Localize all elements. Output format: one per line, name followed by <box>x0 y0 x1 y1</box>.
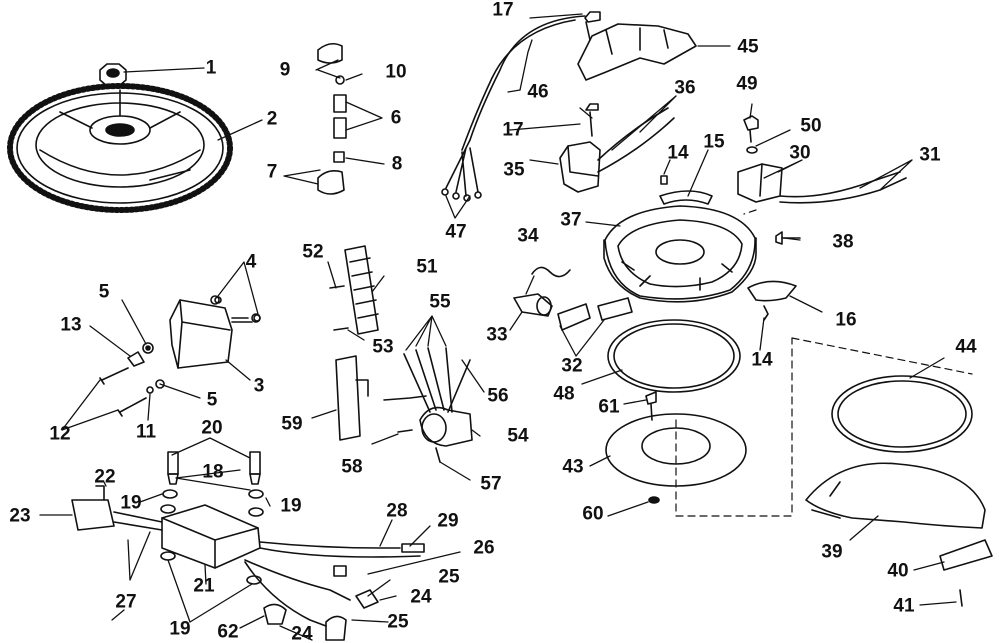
callout-20: 20 <box>201 417 223 439</box>
callout-39: 39 <box>821 541 843 563</box>
callout-26: 26 <box>473 537 495 559</box>
callout-25-middle: 25 <box>438 566 460 588</box>
power-pack-hardware-parts <box>160 451 264 585</box>
callout-2: 2 <box>266 108 278 130</box>
callout-28: 28 <box>386 500 408 522</box>
callout-25-bottom: 25 <box>387 611 409 633</box>
callout-56: 56 <box>487 385 509 407</box>
callout-30: 30 <box>789 142 811 164</box>
flywheel-nut-part <box>99 63 127 87</box>
callout-23: 23 <box>9 505 31 527</box>
callout-50: 50 <box>800 115 822 137</box>
callout-35: 35 <box>503 159 525 181</box>
callout-44: 44 <box>955 336 977 358</box>
callout-47: 47 <box>445 221 467 243</box>
ground-lead-parts <box>383 395 427 401</box>
callout-41: 41 <box>893 595 915 617</box>
callout-31: 31 <box>919 144 941 166</box>
callout-43: 43 <box>562 456 584 478</box>
callout-40: 40 <box>887 560 909 582</box>
callout-5-top: 5 <box>98 281 110 303</box>
sensor-module-part <box>737 115 907 204</box>
callout-13: 13 <box>60 314 82 336</box>
callout-4: 4 <box>245 251 257 273</box>
cover-shield-part <box>805 462 993 607</box>
callout-49: 49 <box>736 73 758 95</box>
callout-15: 15 <box>703 131 725 153</box>
callout-37: 37 <box>560 209 582 231</box>
callout-1: 1 <box>205 57 217 79</box>
throttle-link-parts <box>513 266 633 331</box>
callout-24-bottom: 24 <box>291 623 313 643</box>
retaining-ring-part <box>607 319 741 393</box>
callout-27: 27 <box>115 591 137 613</box>
callout-54: 54 <box>507 425 529 447</box>
callout-12: 12 <box>49 423 71 445</box>
callout-19-bottom: 19 <box>169 618 191 640</box>
callout-51: 51 <box>416 256 438 278</box>
callout-14-bottom: 14 <box>751 349 773 371</box>
callout-45: 45 <box>737 36 759 58</box>
callout-17-top: 17 <box>492 0 514 21</box>
callout-36: 36 <box>674 77 696 99</box>
callout-8: 8 <box>391 153 403 175</box>
callout-14-top: 14 <box>667 142 689 164</box>
power-pack-part <box>71 485 425 641</box>
callout-62: 62 <box>217 621 239 643</box>
callout-22: 22 <box>94 466 116 488</box>
callout-24-middle: 24 <box>410 586 432 608</box>
callout-17-middle: 17 <box>502 119 524 141</box>
callout-21: 21 <box>193 575 215 597</box>
module-screws-part <box>214 296 261 322</box>
callout-18: 18 <box>202 461 224 483</box>
callout-19-left: 19 <box>120 492 142 514</box>
callout-33: 33 <box>486 324 508 346</box>
callout-19-right: 19 <box>280 495 302 517</box>
leader-lines <box>39 13 957 641</box>
module-hardware-parts <box>99 342 165 417</box>
callout-53: 53 <box>372 336 394 358</box>
callout-10: 10 <box>385 61 407 83</box>
callout-3: 3 <box>253 375 265 397</box>
callout-16: 16 <box>835 309 857 331</box>
callout-60: 60 <box>582 503 604 525</box>
callout-5-bottom: 5 <box>206 389 218 411</box>
callout-59: 59 <box>281 413 303 435</box>
callout-46: 46 <box>527 81 549 103</box>
terminal-block-parts <box>329 245 379 441</box>
callout-57: 57 <box>480 473 502 495</box>
callout-32: 32 <box>561 355 583 377</box>
callout-11: 11 <box>135 421 157 443</box>
spark-plug-boot-parts <box>317 42 347 195</box>
callout-7: 7 <box>266 161 278 183</box>
callout-61: 61 <box>598 396 620 418</box>
callout-29: 29 <box>437 510 459 532</box>
callout-48: 48 <box>553 383 575 405</box>
callout-6: 6 <box>390 107 402 129</box>
seal-ring-part <box>831 375 973 453</box>
callout-38: 38 <box>832 231 854 253</box>
callout-52: 52 <box>302 241 324 263</box>
callout-58: 58 <box>341 456 363 478</box>
callout-34: 34 <box>517 225 539 247</box>
callout-9: 9 <box>279 59 291 81</box>
ignition-module-part <box>169 295 261 369</box>
stator-plate-part <box>603 190 757 303</box>
flywheel-part <box>7 83 233 213</box>
callout-55: 55 <box>429 291 451 313</box>
rectifier-part <box>397 347 473 463</box>
stator-hardware-parts <box>660 175 801 321</box>
assembly-dashed-lines <box>675 209 973 517</box>
charge-coil-part <box>559 103 675 193</box>
timer-base-harness-part <box>441 11 697 202</box>
